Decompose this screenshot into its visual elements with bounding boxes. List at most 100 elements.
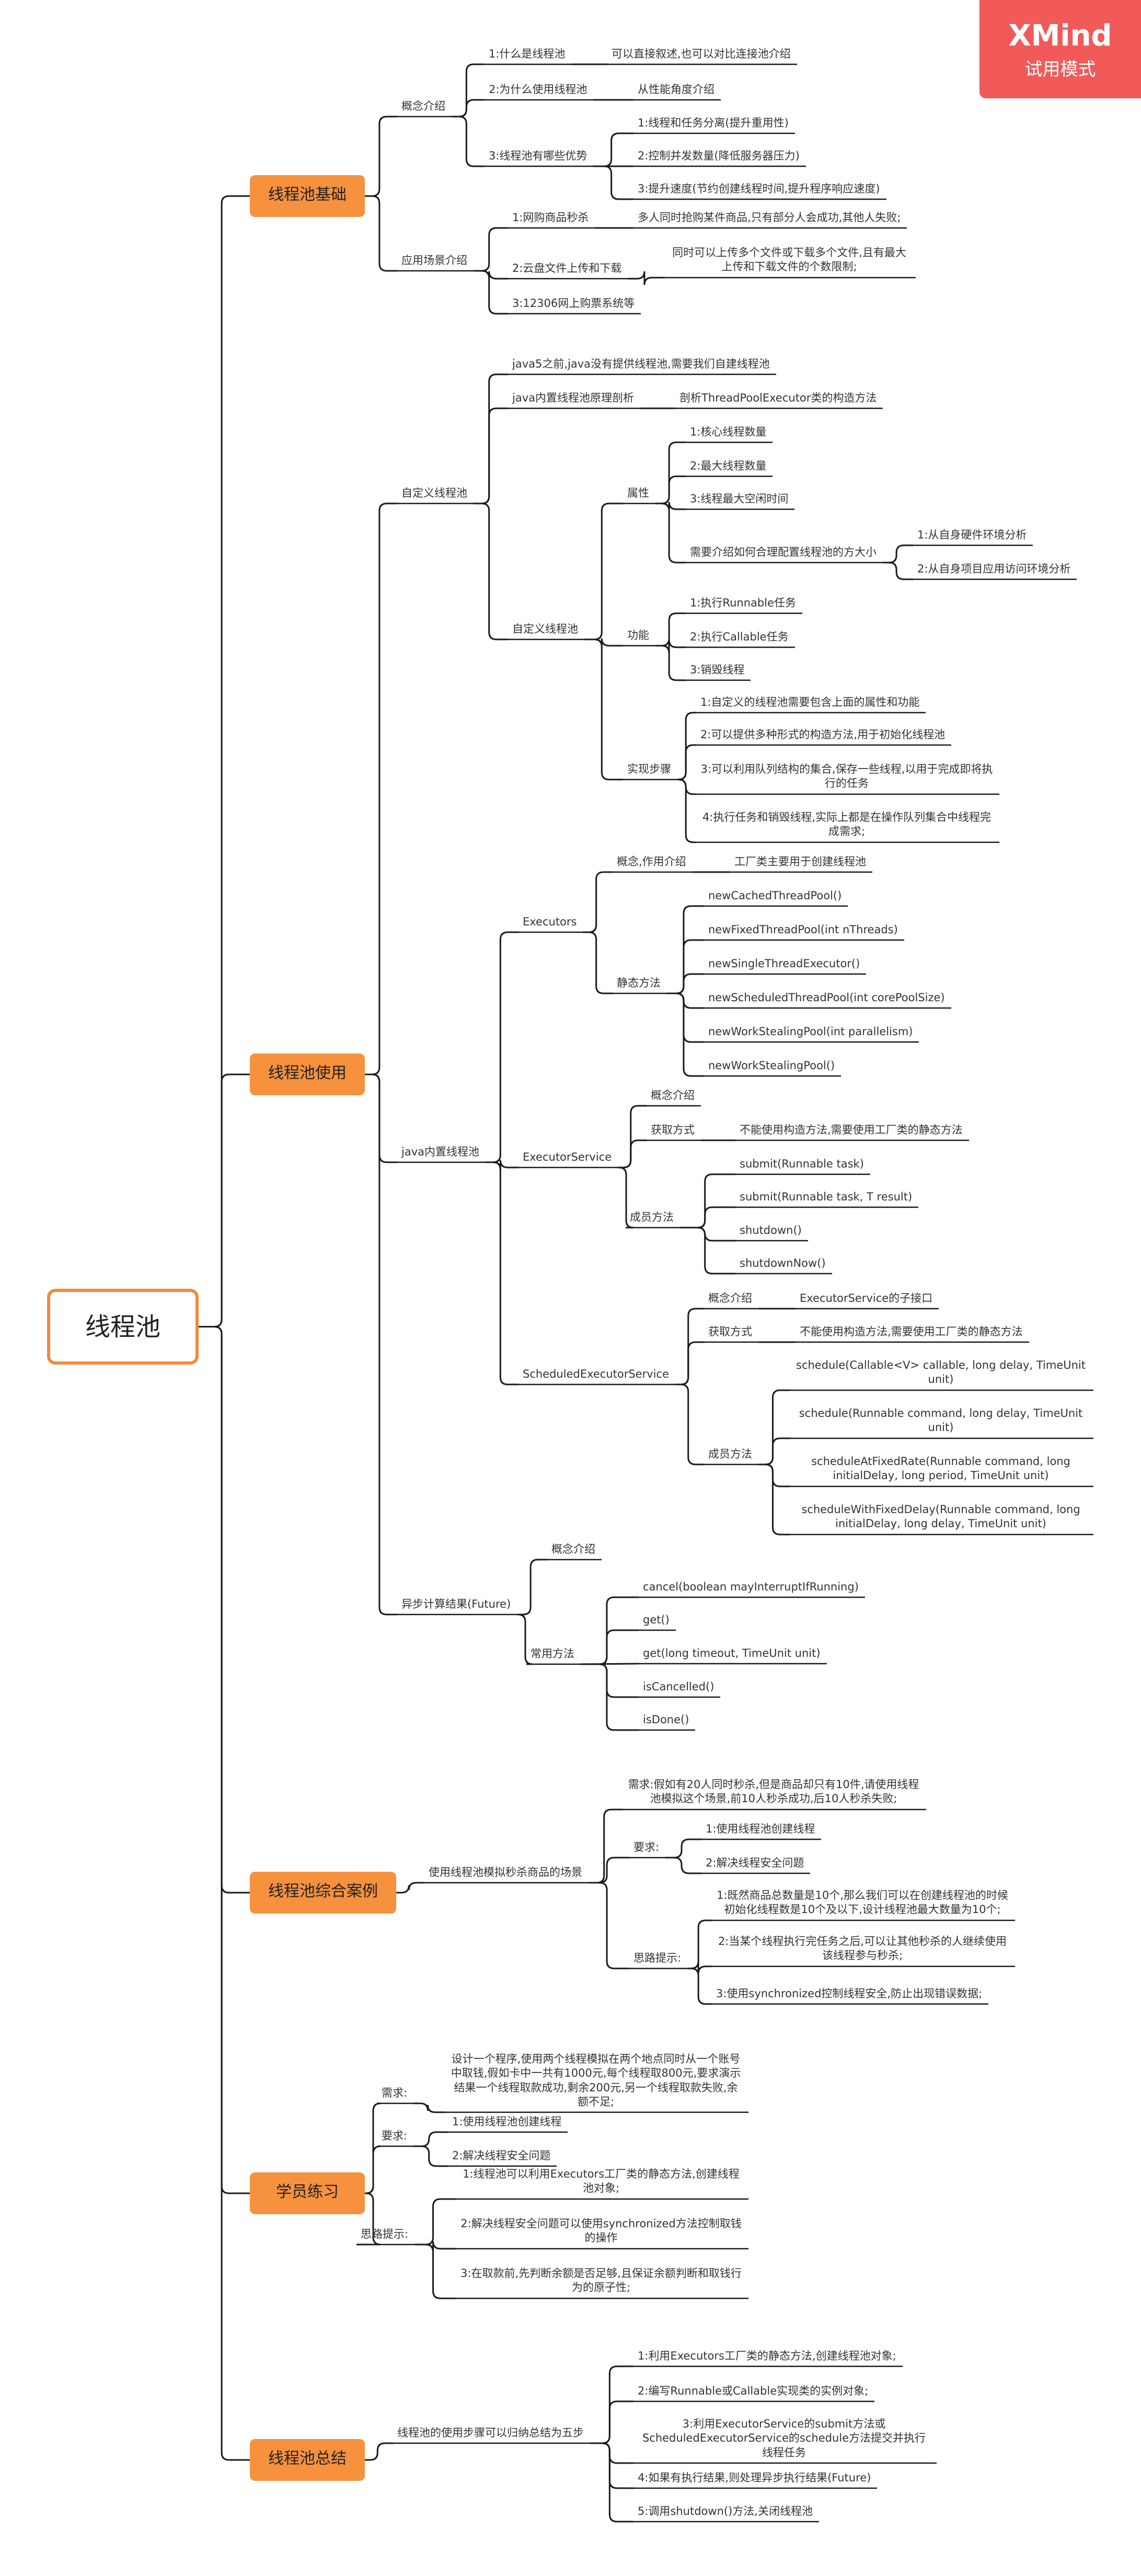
subtopic[interactable]: 1:使用线程池创建线程 <box>452 2115 562 2128</box>
subtopic[interactable]: 概念介绍 <box>651 1089 695 1102</box>
subtopic[interactable]: ExecutorService的子接口 <box>800 1292 933 1304</box>
subtopic[interactable]: submit(Runnable task, T result) <box>740 1190 913 1203</box>
subtopic[interactable]: 工厂类主要用于创建线程池 <box>734 855 866 868</box>
subtopic[interactable]: schedule(Runnable command, long delay, T… <box>799 1407 1083 1434</box>
main-topic[interactable]: 线程池基础 <box>250 175 365 217</box>
subtopic[interactable]: 3:12306网上购票系统等 <box>512 297 635 310</box>
subtopic[interactable]: Executors <box>523 915 577 928</box>
subtopic[interactable]: 自定义线程池 <box>512 623 578 635</box>
subtopic[interactable]: 1:既然商品总数量是10个,那么我们可以在创建线程池的时候初始化线程数是10个及… <box>717 1889 1008 1916</box>
subtopic[interactable]: 5:调用shutdown()方法,关闭线程池 <box>638 2505 813 2517</box>
subtopic[interactable]: 1:自定义的线程池需要包含上面的属性和功能 <box>700 696 920 708</box>
subtopic[interactable]: 获取方式 <box>651 1124 695 1136</box>
root-topic[interactable]: 线程池 <box>47 1289 199 1365</box>
subtopic[interactable]: newWorkStealingPool(int parallelism) <box>708 1025 913 1038</box>
subtopic[interactable]: 3:线程池有哪些优势 <box>489 150 587 162</box>
subtopic[interactable]: 4:如果有执行结果,则处理异步执行结果(Future) <box>638 2471 871 2484</box>
subtopic[interactable]: 3:线程最大空闲时间 <box>690 493 789 505</box>
main-topic[interactable]: 线程池总结 <box>250 2439 365 2481</box>
main-topic[interactable]: 学员练习 <box>250 2172 365 2214</box>
subtopic[interactable]: 1:利用Executors工厂类的静态方法,创建线程池对象; <box>638 2350 896 2362</box>
subtopic[interactable]: 需求:假如有20人同时秒杀,但是商品却只有10件,请使用线程池模拟这个场景,前1… <box>628 1778 919 1805</box>
subtopic[interactable]: 使用线程池模拟秒杀商品的场景 <box>429 1866 582 1879</box>
subtopic[interactable]: 1:核心线程数量 <box>690 426 767 438</box>
subtopic[interactable]: java5之前,java没有提供线程池,需要我们自建线程池 <box>512 358 770 370</box>
subtopic[interactable]: 2:可以提供多种形式的构造方法,用于初始化线程池 <box>700 728 946 741</box>
subtopic[interactable]: 自定义线程池 <box>401 487 467 499</box>
subtopic[interactable]: shutdownNow() <box>740 1257 826 1269</box>
subtopic[interactable]: 成员方法 <box>708 1448 752 1460</box>
subtopic[interactable]: 同时可以上传多个文件或下载多个文件,且有最大上传和下载文件的个数限制; <box>672 246 906 273</box>
subtopic[interactable]: java内置线程池 <box>401 1146 479 1158</box>
subtopic[interactable]: 静态方法 <box>617 977 661 989</box>
subtopic[interactable]: newFixedThreadPool(int nThreads) <box>708 923 898 936</box>
main-topic[interactable]: 线程池综合案例 <box>250 1872 396 1914</box>
subtopic[interactable]: 2:控制并发数量(降低服务器压力) <box>638 150 800 162</box>
subtopic[interactable]: 多人同时抢购某件商品,只有部分人会成功,其他人失败; <box>638 211 901 224</box>
subtopic[interactable]: 剖析ThreadPoolExecutor类的构造方法 <box>679 392 877 404</box>
subtopic[interactable]: 需求: <box>382 2087 408 2099</box>
subtopic[interactable]: 不能使用构造方法,需要使用工厂类的静态方法 <box>800 1325 1023 1338</box>
main-topic[interactable]: 线程池使用 <box>250 1054 365 1095</box>
subtopic[interactable]: newSingleThreadExecutor() <box>708 957 860 970</box>
subtopic[interactable]: 2:云盘文件上传和下载 <box>512 262 622 274</box>
subtopic[interactable]: 2:解决线程安全问题 <box>706 1857 804 1869</box>
subtopic[interactable]: 概念介绍 <box>401 100 445 112</box>
subtopic[interactable]: 3:提升速度(节约创建线程时间,提升程序响应速度) <box>638 182 880 195</box>
subtopic[interactable]: 2:解决线程安全问题可以使用synchronized方法控制取钱的操作 <box>460 2217 742 2245</box>
subtopic[interactable]: ScheduledExecutorService <box>523 1368 669 1380</box>
subtopic[interactable]: submit(Runnable task) <box>740 1158 864 1170</box>
subtopic[interactable]: 要求: <box>633 1841 660 1853</box>
subtopic[interactable]: 常用方法 <box>531 1647 574 1660</box>
subtopic[interactable]: 思路提示: <box>361 2228 409 2240</box>
subtopic[interactable]: 从性能角度介绍 <box>638 83 714 96</box>
subtopic[interactable]: shutdown() <box>740 1224 802 1237</box>
subtopic[interactable]: newWorkStealingPool() <box>708 1059 835 1072</box>
subtopic[interactable]: 不能使用构造方法,需要使用工厂类的静态方法 <box>740 1124 963 1136</box>
subtopic[interactable]: isDone() <box>643 1713 689 1726</box>
subtopic[interactable]: 2:当某个线程执行完任务之后,可以让其他秒杀的人继续使用该线程参与秒杀; <box>718 1935 1007 1962</box>
subtopic[interactable]: 概念介绍 <box>551 1543 595 1555</box>
subtopic[interactable]: 3:利用ExecutorService的submit方法或ScheduledEx… <box>642 2418 926 2459</box>
subtopic[interactable]: java内置线程池原理剖析 <box>512 392 634 404</box>
subtopic[interactable]: 3:使用synchronized控制线程安全,防止出现错误数据; <box>716 1987 983 2000</box>
subtopic[interactable]: 4:执行任务和销毁线程,实际上都是在操作队列集合中线程完成需求; <box>702 811 992 838</box>
subtopic[interactable]: 要求: <box>382 2130 408 2142</box>
subtopic[interactable]: 概念,作用介绍 <box>617 855 686 868</box>
subtopic[interactable]: 实现步骤 <box>627 763 671 775</box>
subtopic[interactable]: 2:为什么使用线程池 <box>489 83 587 96</box>
subtopic[interactable]: get() <box>643 1613 670 1626</box>
subtopic[interactable]: 3:可以利用队列结构的集合,保存一些线程,以用于完成即将执行的任务 <box>700 763 993 790</box>
subtopic[interactable]: 2:从自身项目应用访问环境分析 <box>917 563 1071 575</box>
subtopic[interactable]: 属性 <box>627 487 649 499</box>
subtopic[interactable]: schedule(Callable<V> callable, long dela… <box>796 1359 1086 1386</box>
subtopic[interactable]: 3:销毁线程 <box>690 663 745 676</box>
subtopic[interactable]: 可以直接叙述,也可以对比连接池介绍 <box>612 48 791 60</box>
subtopic[interactable]: scheduleAtFixedRate(Runnable command, lo… <box>811 1455 1070 1482</box>
subtopic[interactable]: 3:在取款前,先判断余额是否足够,且保证余额判断和取钱行为的原子性; <box>460 2267 742 2294</box>
subtopic[interactable]: 需要介绍如何合理配置线程池的方大小 <box>690 546 877 558</box>
subtopic[interactable]: 2:执行Callable任务 <box>690 631 789 643</box>
subtopic[interactable]: 1:线程和任务分离(提升重用性) <box>638 117 789 129</box>
subtopic[interactable]: 应用场景介绍 <box>401 254 467 267</box>
subtopic[interactable]: 1:执行Runnable任务 <box>690 597 796 609</box>
subtopic[interactable]: 线程池的使用步骤可以归纳总结为五步 <box>397 2426 584 2439</box>
subtopic[interactable]: 1:什么是线程池 <box>489 48 566 60</box>
subtopic[interactable]: isCancelled() <box>643 1680 714 1693</box>
subtopic[interactable]: 1:使用线程池创建线程 <box>706 1823 815 1835</box>
subtopic[interactable]: get(long timeout, TimeUnit unit) <box>643 1647 821 1659</box>
subtopic[interactable]: 成员方法 <box>630 1211 674 1223</box>
subtopic[interactable]: 1:从自身硬件环境分析 <box>917 529 1027 541</box>
subtopic[interactable]: 思路提示: <box>633 1952 682 1964</box>
subtopic[interactable]: 2:最大线程数量 <box>690 460 767 472</box>
subtopic[interactable]: newScheduledThreadPool(int corePoolSize) <box>708 991 945 1004</box>
subtopic[interactable]: 1:网购商品秒杀 <box>512 211 589 224</box>
subtopic[interactable]: scheduleWithFixedDelay(Runnable command,… <box>801 1503 1080 1530</box>
subtopic[interactable]: 1:线程池可以利用Executors工厂类的静态方法,创建线程池对象; <box>463 2168 740 2195</box>
subtopic[interactable]: 概念介绍 <box>708 1292 752 1304</box>
subtopic[interactable]: newCachedThreadPool() <box>708 889 842 902</box>
subtopic[interactable]: 设计一个程序,使用两个线程模拟在两个地点同时从一个账号中取钱,假如卡中一共有10… <box>451 2053 741 2108</box>
subtopic[interactable]: ExecutorService <box>523 1151 612 1163</box>
subtopic[interactable]: 功能 <box>627 629 649 642</box>
subtopic[interactable]: 2:解决线程安全问题 <box>452 2149 551 2162</box>
